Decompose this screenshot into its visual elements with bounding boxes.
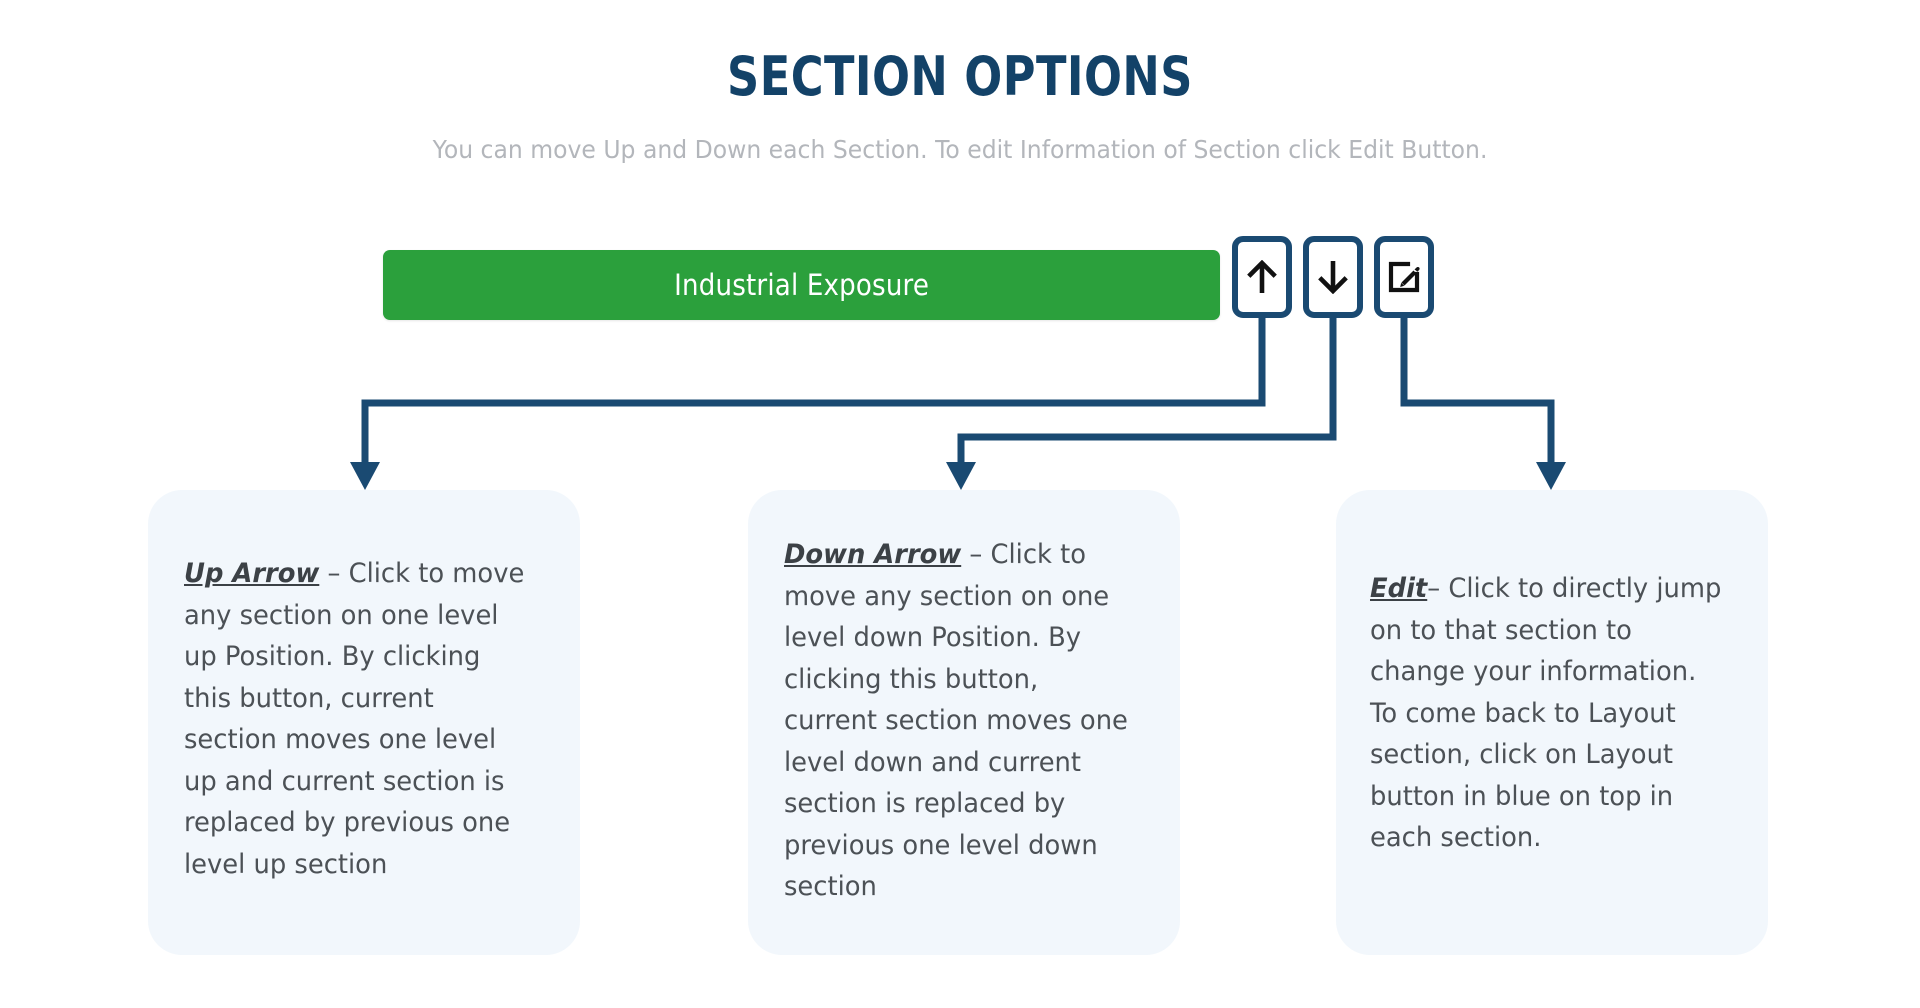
description-card-edit: Edit– Click to directly jump on to that …	[1336, 490, 1768, 955]
connector-edit	[1400, 318, 1555, 464]
description-term: Down Arrow	[784, 539, 962, 570]
section-bar-label: Industrial Exposure	[674, 268, 929, 302]
edit-pencil-square-icon	[1387, 260, 1421, 294]
section-bar[interactable]: Industrial Exposure	[383, 250, 1220, 320]
description-card-up-arrow: Up Arrow – Click to move any section on …	[148, 490, 580, 955]
down-arrow-button[interactable]	[1303, 236, 1363, 318]
connector-down	[957, 318, 1337, 464]
connector-up	[361, 318, 1266, 464]
page-subtitle: You can move Up and Down each Section. T…	[432, 135, 1488, 164]
arrow-up-icon	[1247, 260, 1277, 294]
description-text: Edit– Click to directly jump on to that …	[1370, 568, 1727, 859]
description-body: – Click to move any section on one level…	[184, 558, 525, 880]
edit-button[interactable]	[1374, 236, 1434, 318]
arrow-down-icon	[1318, 260, 1348, 294]
arrowhead-down	[946, 462, 976, 490]
description-text: Down Arrow – Click to move any section o…	[784, 534, 1134, 908]
description-text: Up Arrow – Click to move any section on …	[184, 553, 530, 885]
description-card-down-arrow: Down Arrow – Click to move any section o…	[748, 490, 1180, 955]
description-body: – Click to move any section on one level…	[784, 539, 1128, 902]
connector-arrowheads	[350, 462, 1566, 490]
page-title: SECTION OPTIONS	[727, 45, 1193, 108]
arrowhead-up	[350, 462, 380, 490]
up-arrow-button[interactable]	[1232, 236, 1292, 318]
arrowhead-edit	[1536, 462, 1566, 490]
description-term: Edit	[1370, 573, 1428, 604]
description-body: – Click to directly jump on to that sect…	[1370, 573, 1722, 853]
description-term: Up Arrow	[184, 558, 320, 589]
